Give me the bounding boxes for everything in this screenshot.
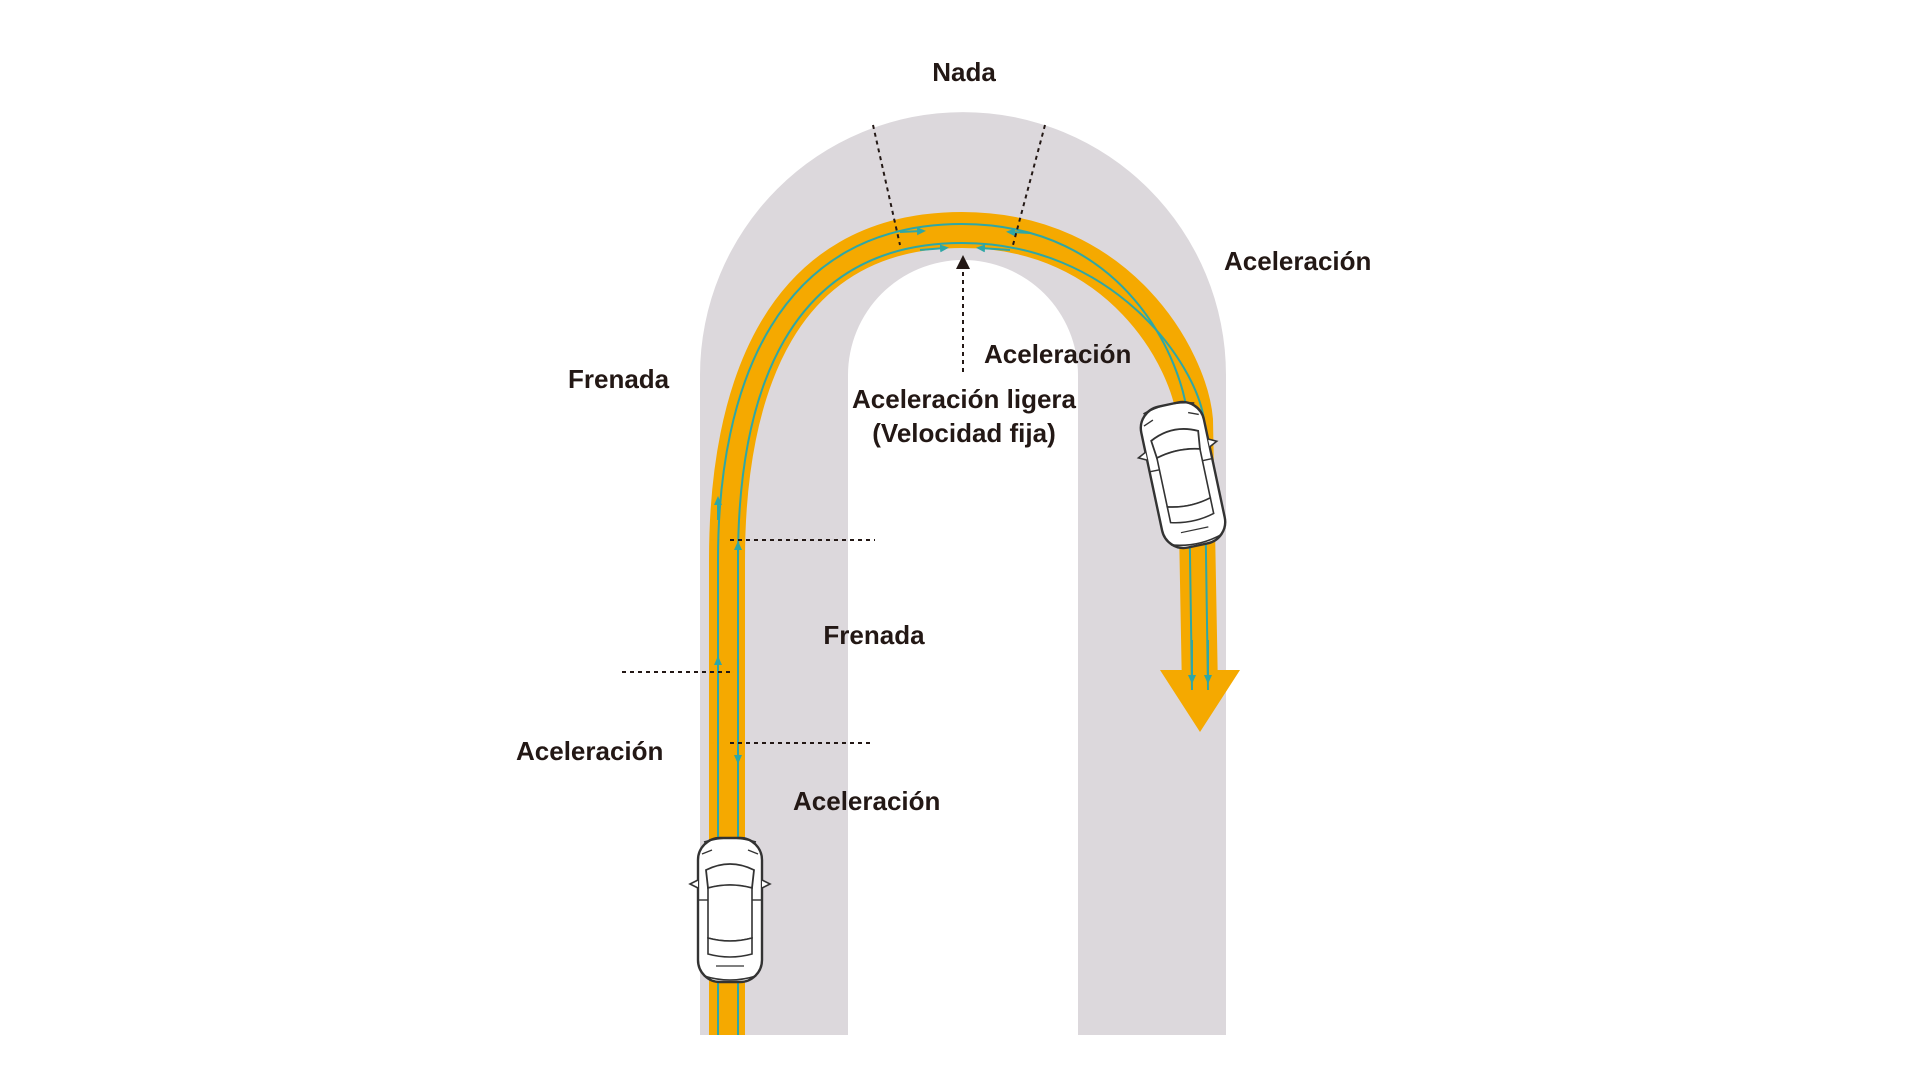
driving-path — [709, 212, 1218, 1035]
label-aceleracion-left: Aceleración — [516, 736, 663, 766]
label-aceleracion-ligera: Aceleración ligera — [852, 384, 1077, 414]
label-velocidad-fija: (Velocidad fija) — [872, 418, 1056, 448]
section-dividers — [622, 124, 1046, 744]
road — [700, 112, 1226, 1035]
label-nada: Nada — [932, 57, 996, 87]
guide-line-inner — [737, 241, 1209, 1035]
label-aceleracion-inner-top: Aceleración — [984, 339, 1131, 369]
guide-line-outer — [717, 222, 1193, 1035]
label-aceleracion-inner-bottom: Aceleración — [793, 786, 940, 816]
direction-arrow-icon — [1160, 670, 1240, 732]
label-frenada-inner: Frenada — [823, 620, 925, 650]
label-aceleracion-right: Aceleración — [1224, 246, 1371, 276]
car-top-view-icon — [688, 836, 772, 984]
label-frenada-left: Frenada — [568, 364, 670, 394]
